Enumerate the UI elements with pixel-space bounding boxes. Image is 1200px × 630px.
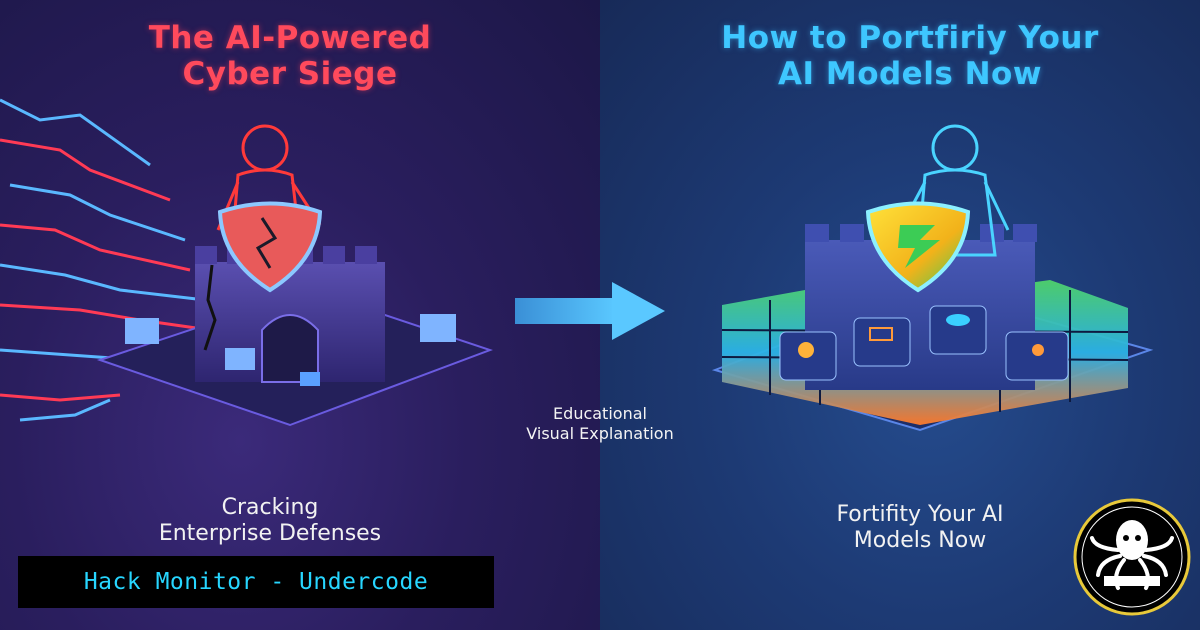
center-caption-line2: Visual Explanation [526, 424, 674, 443]
left-title-line2: Cyber Siege [182, 56, 398, 92]
left-subtitle-line1: Cracking [221, 495, 319, 520]
right-subtitle: Fortifity Your AI Models Now [740, 502, 1100, 554]
right-subtitle-line1: Fortifity Your AI [836, 502, 1004, 527]
octopus-logo-icon [1073, 498, 1191, 616]
right-title-line2: AI Models Now [778, 56, 1042, 92]
glowing-shield-icon [865, 201, 971, 293]
right-subtitle-line2: Models Now [853, 528, 987, 553]
broken-shield-icon [217, 201, 323, 293]
brand-banner-text: Hack Monitor - Undercode [83, 569, 429, 595]
left-subtitle-line2: Enterprise Defenses [158, 521, 382, 546]
center-caption: Educational Visual Explanation [440, 404, 760, 444]
brand-banner: Hack Monitor - Undercode [18, 556, 494, 608]
left-title: The AI-Powered Cyber Siege [60, 20, 520, 92]
left-subtitle: Cracking Enterprise Defenses [60, 495, 480, 547]
arrow-right-icon [515, 282, 665, 340]
right-title-line1: How to Portfiriy Your [721, 20, 1099, 56]
center-caption-line1: Educational [553, 404, 647, 423]
left-title-line1: The AI-Powered [148, 20, 432, 56]
right-title: How to Portfiriy Your AI Models Now [640, 20, 1180, 92]
